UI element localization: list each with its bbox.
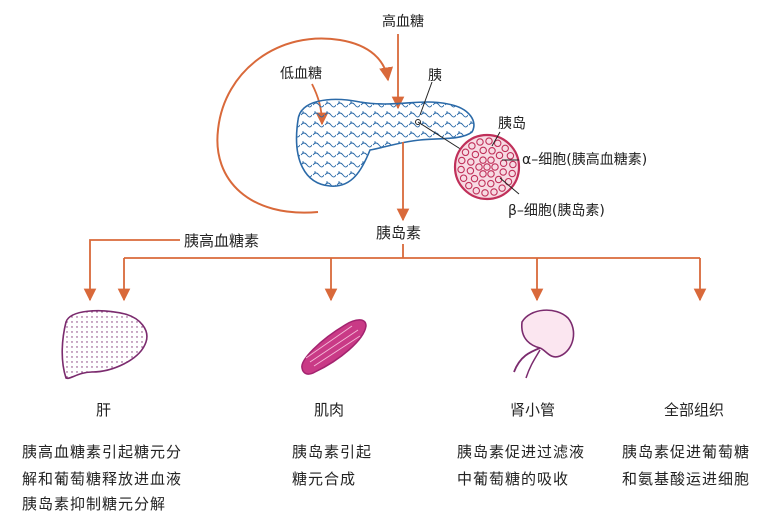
target-name-liver: 肝 bbox=[96, 401, 111, 419]
label-high-sugar: 高血糖 bbox=[382, 13, 424, 30]
target-name-kidney: 肾小管 bbox=[510, 401, 555, 419]
label-low-sugar: 低血糖 bbox=[280, 66, 322, 82]
target-name-all-tissues: 全部组织 bbox=[664, 401, 724, 419]
islet-illustration bbox=[453, 133, 521, 201]
muscle-illustration bbox=[301, 319, 367, 375]
muscle-desc-line: 糖元合成 bbox=[292, 470, 356, 488]
target-name-muscle: 肌肉 bbox=[314, 401, 344, 419]
tissues-desc-line: 和氨基酸运进细胞 bbox=[622, 470, 750, 488]
muscle-desc-line: 胰岛素引起 bbox=[292, 443, 372, 461]
liver-illustration bbox=[61, 309, 148, 380]
glucagon-feedback-loop bbox=[216, 37, 394, 214]
pancreas-illustration bbox=[295, 98, 475, 187]
label-glucagon: 胰高血糖素 bbox=[184, 232, 259, 250]
kidney-desc-line: 中葡萄糖的吸收 bbox=[457, 470, 569, 488]
glucagon-to-liver-arrow bbox=[83, 239, 180, 302]
label-islet: 胰岛 bbox=[498, 116, 526, 132]
liver-desc-line: 解和葡萄糖释放进血液 bbox=[22, 470, 182, 488]
label-pancreas: 胰 bbox=[428, 68, 442, 84]
label-alpha-cell: α–细胞(胰高血糖素) bbox=[522, 151, 647, 168]
tissues-desc-line: 胰岛素促进葡萄糖 bbox=[622, 443, 750, 461]
liver-desc-line: 胰高血糖素引起糖元分 bbox=[22, 443, 182, 461]
kidney-desc-line: 胰岛素促进过滤液 bbox=[457, 443, 585, 461]
label-insulin: 胰岛素 bbox=[376, 224, 421, 242]
label-beta-cell: β–细胞(胰岛素) bbox=[508, 203, 605, 219]
liver-desc-line: 胰岛素抑制糖元分解 bbox=[22, 495, 166, 513]
kidney-illustration bbox=[513, 309, 575, 379]
